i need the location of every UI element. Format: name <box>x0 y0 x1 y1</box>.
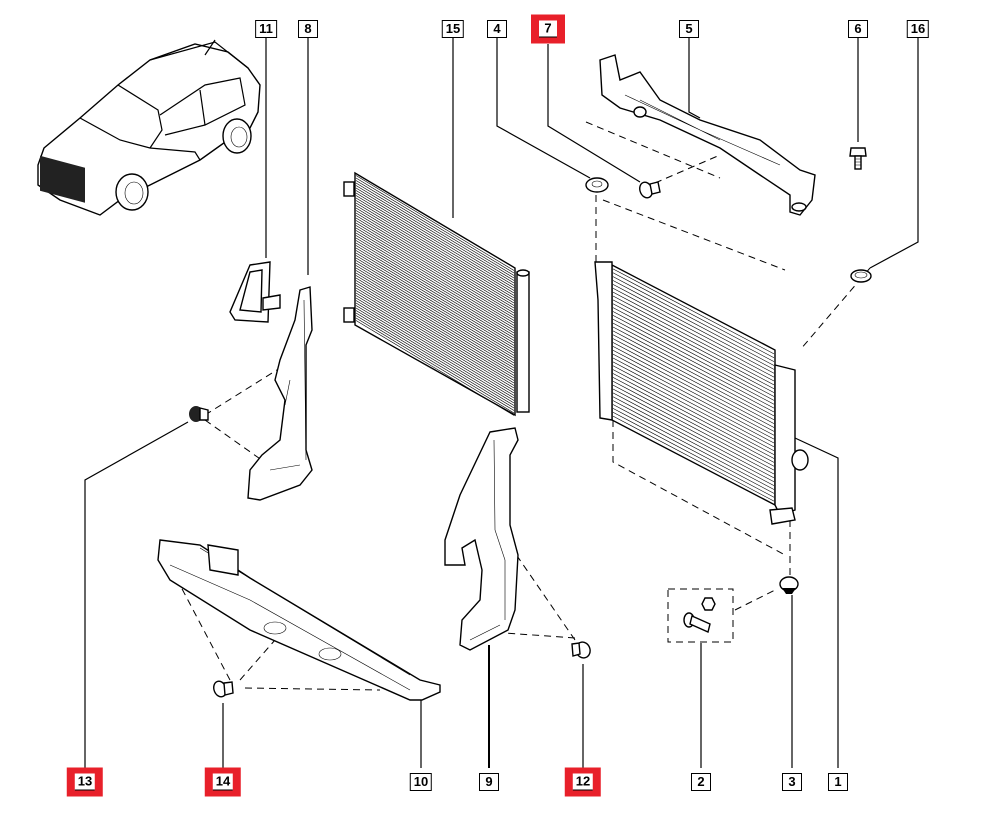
callout-label[interactable]: 1 <box>828 773 848 791</box>
part-10-lower-deflector[interactable] <box>157 539 441 701</box>
callout-label[interactable]: 13 <box>74 773 96 791</box>
callout-9[interactable]: 9 <box>479 773 499 791</box>
part-2-bolt-nut-kit[interactable] <box>667 588 734 643</box>
callout-12-highlighted[interactable]: 12 <box>564 767 602 797</box>
callout-label[interactable]: 5 <box>679 20 699 38</box>
part-9-side-deflector[interactable] <box>444 427 519 651</box>
callout-label[interactable]: 6 <box>848 20 868 38</box>
part-13-clip[interactable] <box>189 406 209 422</box>
callout-16[interactable]: 16 <box>906 20 930 38</box>
callout-label[interactable]: 10 <box>409 773 433 791</box>
callout-4[interactable]: 4 <box>487 20 507 38</box>
callout-label[interactable]: 7 <box>539 20 557 38</box>
callout-label[interactable]: 12 <box>572 773 594 791</box>
callout-11[interactable]: 11 <box>255 20 277 38</box>
part-14-clip[interactable] <box>212 679 234 698</box>
callout-3[interactable]: 3 <box>782 773 802 791</box>
callout-10[interactable]: 10 <box>409 773 433 791</box>
callout-label[interactable]: 3 <box>782 773 802 791</box>
callout-label[interactable]: 14 <box>212 773 234 791</box>
part-11-tab <box>262 294 281 311</box>
leader-lines <box>84 37 919 768</box>
callout-label[interactable]: 8 <box>298 20 318 38</box>
callout-label[interactable]: 4 <box>487 20 507 38</box>
callout-label[interactable]: 16 <box>906 20 930 38</box>
part-3-rubber-mount[interactable] <box>779 576 799 594</box>
part-7-clip[interactable] <box>638 180 661 199</box>
callout-label[interactable]: 15 <box>441 20 465 38</box>
callout-7-highlighted[interactable]: 7 <box>531 14 565 44</box>
callout-6[interactable]: 6 <box>848 20 868 38</box>
part-12-clip[interactable] <box>571 640 592 660</box>
callout-8[interactable]: 8 <box>298 20 318 38</box>
callout-label[interactable]: 11 <box>255 20 277 38</box>
callout-5[interactable]: 5 <box>679 20 699 38</box>
part-11-deflector-seal[interactable] <box>229 261 271 323</box>
callout-label[interactable]: 9 <box>479 773 499 791</box>
callout-13-highlighted[interactable]: 13 <box>66 767 104 797</box>
part-1-radiator[interactable] <box>594 261 809 525</box>
part-16-cap-seal[interactable] <box>850 269 872 283</box>
callout-2[interactable]: 2 <box>691 773 711 791</box>
callout-15[interactable]: 15 <box>441 20 465 38</box>
vehicle-thumbnail <box>37 39 261 216</box>
callout-1[interactable]: 1 <box>828 773 848 791</box>
part-6-bolt[interactable] <box>849 147 867 170</box>
callout-label[interactable]: 2 <box>691 773 711 791</box>
part-5-upper-bracket[interactable] <box>599 54 816 216</box>
part-8-side-deflector[interactable] <box>247 286 313 501</box>
part-4-grommet[interactable] <box>585 177 609 193</box>
part-15-condenser[interactable] <box>343 171 530 417</box>
callout-14-highlighted[interactable]: 14 <box>204 767 242 797</box>
